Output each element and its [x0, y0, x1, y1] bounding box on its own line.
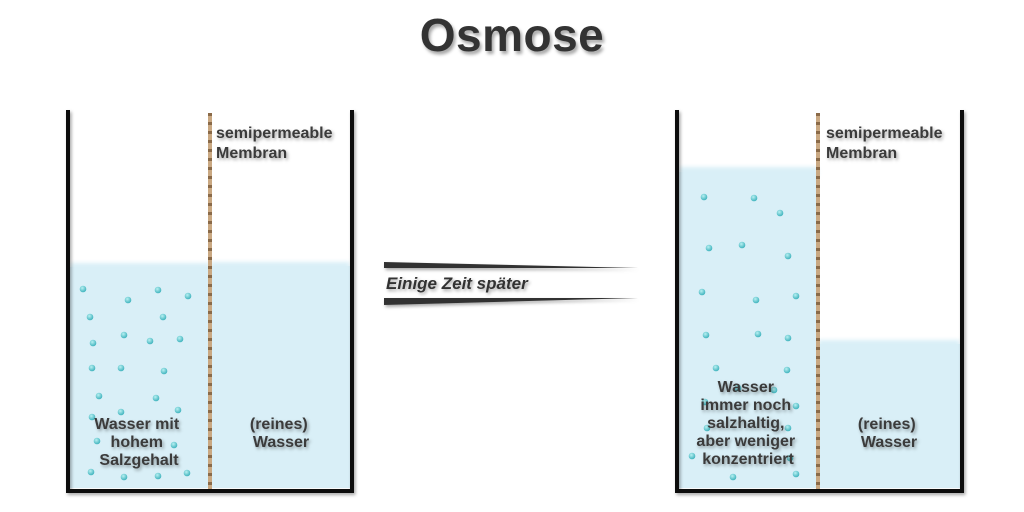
after-left-label-line4: aber weniger: [696, 433, 795, 450]
arrow-upper-wedge: [384, 262, 638, 268]
before-beaker: [66, 110, 354, 493]
before-salt-particle: [117, 364, 125, 372]
before-membrane-label: semipermeable Membran: [216, 125, 337, 162]
after-salt-particles: [688, 193, 800, 481]
before-salt-particle: [87, 468, 95, 476]
after-salt-particle: [784, 252, 792, 260]
before-salt-particle: [174, 406, 182, 414]
after-membrane-label-line2: Membran: [826, 145, 897, 162]
before-membrane-label-line2: Membran: [216, 145, 287, 162]
before-left-water: [70, 267, 210, 488]
after-left-label-line2: immer noch: [700, 397, 791, 414]
after-salt-particle: [776, 209, 784, 217]
after-salt-particle: [752, 296, 760, 304]
before-left-label-line1: Wasser mit: [94, 416, 179, 433]
before-right-label: (reines) Wasser: [250, 416, 312, 451]
diagram-title: Osmose: [419, 9, 605, 61]
after-left-water: [679, 172, 818, 488]
before-left-label-line3: Salzgehalt: [99, 452, 179, 469]
after-salt-particle: [698, 288, 706, 296]
before-salt-particle: [88, 364, 96, 372]
after-salt-particle: [705, 244, 713, 252]
after-salt-particle: [784, 424, 792, 432]
before-salt-particle: [154, 472, 162, 480]
after-membrane-label: semipermeable Membran: [826, 125, 947, 162]
before-salt-particle: [86, 313, 94, 321]
before-left-water-surface: [70, 263, 210, 271]
after-salt-particle: [703, 424, 711, 432]
before-salt-particle: [93, 437, 101, 445]
after-left-label-line3: salzhaltig,: [707, 415, 784, 432]
after-left-label-line1: Wasser: [718, 379, 774, 396]
after-right-label: (reines) Wasser: [858, 416, 920, 451]
transition-caption: Einige Zeit später: [386, 274, 529, 293]
before-salt-particle: [88, 413, 96, 421]
before-salt-particle: [183, 469, 191, 477]
after-salt-particle: [729, 473, 737, 481]
before-salt-particle: [120, 473, 128, 481]
after-salt-particle: [700, 193, 708, 201]
after-salt-particle: [783, 366, 791, 374]
after-salt-particle: [770, 386, 778, 394]
after-salt-particle: [792, 402, 800, 410]
before-salt-particle: [124, 296, 132, 304]
after-salt-particle: [738, 241, 746, 249]
after-salt-particle: [792, 470, 800, 478]
before-salt-particle: [159, 313, 167, 321]
before-salt-particle: [152, 394, 160, 402]
after-right-water-surface: [818, 340, 960, 348]
before-salt-particle: [95, 392, 103, 400]
after-left-water-surface: [679, 167, 818, 176]
before-left-label-line2: hohem: [111, 434, 163, 451]
after-salt-particle: [750, 194, 758, 202]
before-salt-particle: [160, 367, 168, 375]
before-salt-particle: [170, 441, 178, 449]
after-container: semipermeable Membran Wasser immer noch …: [675, 110, 964, 493]
after-left-label: Wasser immer noch salzhaltig, aber wenig…: [696, 379, 799, 468]
after-right-label-line2: Wasser: [861, 434, 917, 451]
before-right-label-line2: Wasser: [253, 434, 309, 451]
transition-arrow: [384, 262, 638, 305]
before-salt-particle: [89, 339, 97, 347]
before-container: semipermeable Membran Wasser mit hohem S…: [66, 110, 354, 493]
before-salt-particle: [154, 286, 162, 294]
before-salt-particle: [184, 292, 192, 300]
after-right-label-line1: (reines): [858, 416, 916, 433]
after-beaker: [675, 110, 964, 493]
after-salt-particle: [688, 452, 696, 460]
after-salt-particle: [734, 384, 742, 392]
after-salt-particle: [712, 364, 720, 372]
after-salt-particle: [784, 334, 792, 342]
before-right-label-line1: (reines): [250, 416, 308, 433]
before-membrane-label-line1: semipermeable: [216, 125, 333, 142]
before-salt-particle: [176, 335, 184, 343]
after-salt-particle: [786, 454, 794, 462]
after-membrane-label-line1: semipermeable: [826, 125, 943, 142]
before-salt-particle: [117, 408, 125, 416]
after-salt-particle: [754, 330, 762, 338]
before-salt-particles: [79, 285, 192, 481]
after-salt-particle: [701, 398, 709, 406]
after-salt-particle: [792, 292, 800, 300]
arrow-lower-wedge: [384, 298, 638, 305]
before-salt-particle: [146, 337, 154, 345]
before-right-water: [210, 266, 350, 488]
after-right-water: [818, 344, 960, 488]
after-salt-particle: [702, 331, 710, 339]
before-right-water-surface: [210, 262, 350, 270]
before-left-label: Wasser mit hohem Salzgehalt: [94, 416, 183, 469]
after-left-label-line5: konzentriert: [702, 451, 794, 468]
before-salt-particle: [120, 331, 128, 339]
before-salt-particle: [79, 285, 87, 293]
